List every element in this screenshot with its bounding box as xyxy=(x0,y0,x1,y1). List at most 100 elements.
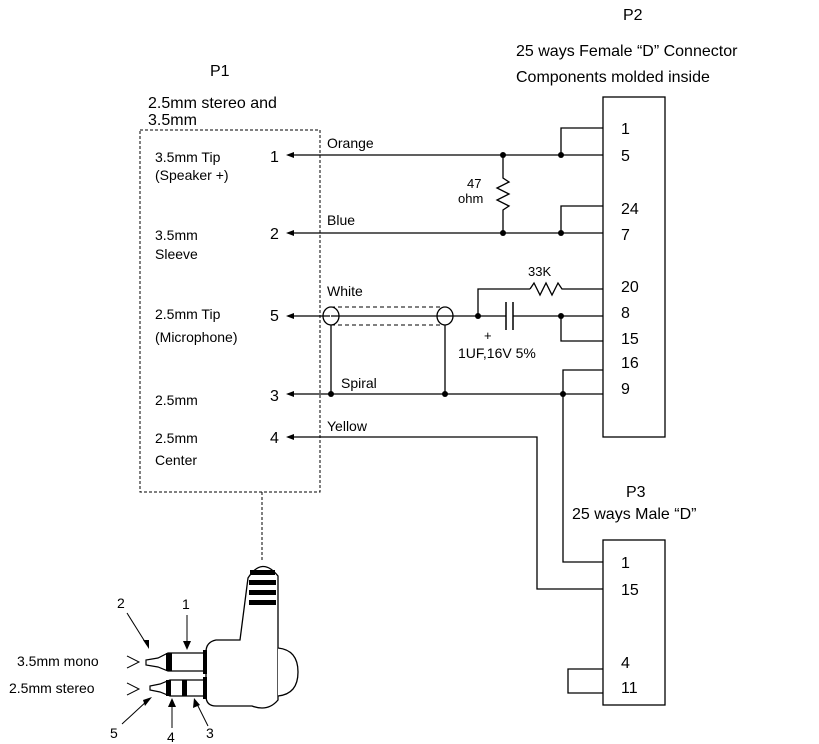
p2-pin-1: 1 xyxy=(621,121,630,138)
jumper-p2-24-7 xyxy=(560,205,603,233)
wire-blue-label: Blue xyxy=(327,212,355,228)
p3-pin-15: 15 xyxy=(621,582,639,599)
plug-body xyxy=(205,565,279,709)
junction-dot xyxy=(560,391,566,397)
callout-5-arrow xyxy=(143,697,152,706)
p3-box xyxy=(602,539,666,706)
p1-desc-line1: 2.5mm stereo and xyxy=(148,95,277,112)
chevron-right-icon xyxy=(126,655,141,669)
arrow-pin5 xyxy=(286,313,294,319)
plug-band xyxy=(182,680,187,696)
p2-pin-20: 20 xyxy=(621,279,639,296)
junction-dot xyxy=(328,391,334,397)
junction-dot xyxy=(500,230,506,236)
wire-orange-label: Orange xyxy=(327,135,374,151)
p1-dashed-box xyxy=(139,129,321,493)
p1-row3-line1: 2.5mm Tip xyxy=(155,306,221,322)
arrow-pin1 xyxy=(286,152,294,158)
resistor-47-ohm xyxy=(495,155,511,233)
p2-pin-5: 5 xyxy=(621,148,630,165)
callout-5: 5 xyxy=(110,725,118,741)
p1-row3-line2: (Microphone) xyxy=(155,329,237,345)
p3-desc: 25 ways Male “D” xyxy=(572,506,696,523)
strain-stripe xyxy=(249,600,276,605)
junction-dot xyxy=(558,230,564,236)
p2-pin-7: 7 xyxy=(621,227,630,244)
jumper-p3-4-11 xyxy=(567,668,603,694)
arrow-pin3 xyxy=(286,391,294,397)
jack-label-stereo: 2.5mm stereo xyxy=(9,680,95,696)
callout-5-leader xyxy=(121,699,149,725)
p2-pin-8: 8 xyxy=(621,305,630,322)
junction-dot xyxy=(500,152,506,158)
callout-1: 1 xyxy=(182,596,190,612)
p2-box xyxy=(602,96,666,438)
callout-2: 2 xyxy=(117,595,125,611)
p1-pin-1: 1 xyxy=(270,149,279,166)
p2-desc-line1: 25 ways Female “D” Connector xyxy=(516,43,738,60)
plug-boss xyxy=(277,647,299,697)
p1-pin-2: 2 xyxy=(270,226,279,243)
wire-spiral-label: Spiral xyxy=(341,375,377,391)
p3-pin-11: 11 xyxy=(621,680,638,697)
strain-stripe xyxy=(250,570,275,575)
jumper-p2-8-15 xyxy=(560,316,603,342)
p2-desc-line2: Components molded inside xyxy=(516,69,710,86)
plug-2-5mm-stereo xyxy=(149,679,207,697)
p2-label: P2 xyxy=(623,7,643,24)
p1-pin-5: 5 xyxy=(270,308,279,325)
callout-3-arrow xyxy=(193,698,200,708)
resistor2-value: 33K xyxy=(528,264,551,279)
p1-row5-line2: Center xyxy=(155,452,197,468)
p1-desc-line2: 3.5mm xyxy=(148,112,197,129)
callout-3: 3 xyxy=(206,725,214,741)
junction-dot xyxy=(558,152,564,158)
wire-to-33k xyxy=(477,288,530,316)
callout-2-arrow xyxy=(143,640,149,649)
p3-pin-1: 1 xyxy=(621,555,630,572)
p1-connector: P1 2.5mm stereo and 3.5mm 3.5mm Tip (Spe… xyxy=(139,63,321,493)
callout-4: 4 xyxy=(167,729,175,744)
cap-polarity: + xyxy=(484,328,492,343)
resistor-33k xyxy=(529,281,603,297)
jack-label-mono: 3.5mm mono xyxy=(17,653,99,669)
wire-yellow-label: Yellow xyxy=(327,418,368,434)
chevron-right-icon xyxy=(126,682,141,696)
p2-connector: P2 25 ways Female “D” Connector Componen… xyxy=(516,7,738,438)
callout-1-arrow xyxy=(183,641,191,650)
jack-illustration: 3.5mm mono 2.5mm stereo 2 1 5 4 3 xyxy=(9,492,299,744)
plug-band xyxy=(166,653,172,671)
callout-3-leader xyxy=(195,701,209,727)
plug-3-5mm-mono xyxy=(145,652,207,672)
p2-pin-15: 15 xyxy=(621,331,639,348)
p2-pin-9: 9 xyxy=(621,381,630,398)
arrow-pin4 xyxy=(286,434,294,440)
wires: Orange Blue 47 ohm White 33K + xyxy=(286,127,603,694)
p1-pin-3: 3 xyxy=(270,388,279,405)
plug-band xyxy=(166,680,171,696)
p1-pin-4: 4 xyxy=(270,430,279,447)
p1-row1-line2: (Speaker +) xyxy=(155,167,229,183)
cap-value: 1UF,16V 5% xyxy=(458,345,536,361)
junction-dot xyxy=(442,391,448,397)
p1-row2-line2: Sleeve xyxy=(155,246,198,262)
wire-white-label: White xyxy=(327,283,363,299)
resistor1-unit: ohm xyxy=(458,191,483,206)
p1-row1-line1: 3.5mm Tip xyxy=(155,149,221,165)
p1-row2-line1: 3.5mm xyxy=(155,227,198,243)
callout-4-arrow xyxy=(168,698,176,707)
callout-2-leader xyxy=(126,612,148,646)
p1-row5-line1: 2.5mm xyxy=(155,430,198,446)
junction-dot xyxy=(475,313,481,319)
jumper-p2-1-5 xyxy=(560,127,603,155)
p1-label: P1 xyxy=(210,63,230,80)
p2-pin-24: 24 xyxy=(621,201,639,218)
plug-collar xyxy=(203,650,207,674)
jumper-p2-16-p3-1 xyxy=(562,369,603,563)
p1-row4-line1: 2.5mm xyxy=(155,392,198,408)
arrow-pin2 xyxy=(286,230,294,236)
p3-label: P3 xyxy=(626,484,646,501)
p2-pin-16: 16 xyxy=(621,355,639,372)
p3-connector: P3 25 ways Male “D” 1 15 4 11 xyxy=(572,484,696,706)
